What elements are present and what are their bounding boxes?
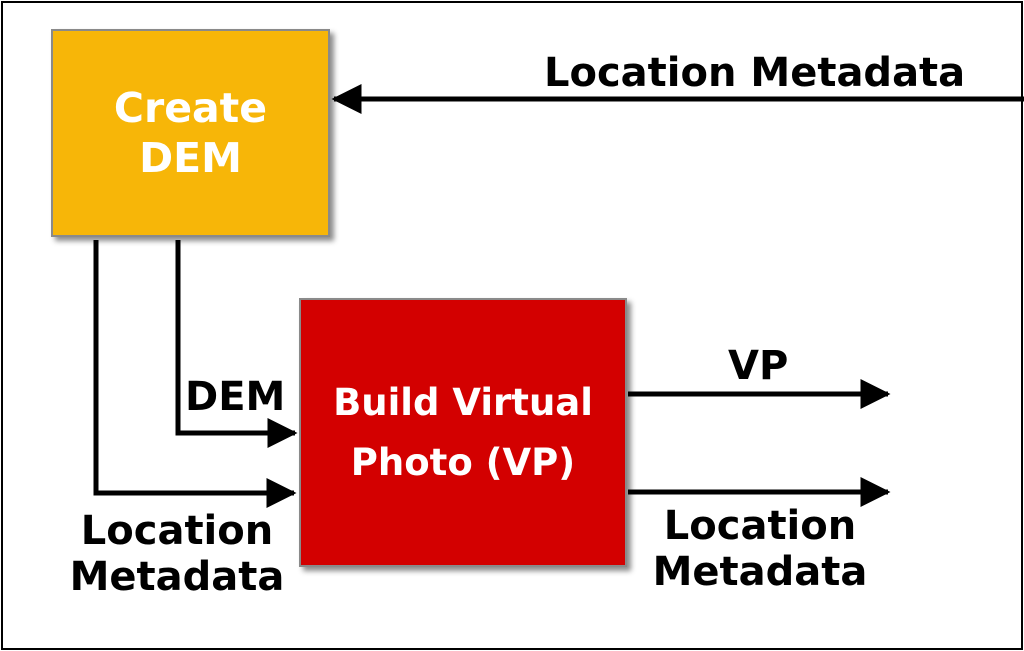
create-dem-line1: Create [113,84,268,132]
label-left-location: Location [80,508,274,554]
label-location-metadata-right: Location Metadata [646,503,874,595]
label-left-metadata: Metadata [69,554,285,600]
label-right-location: Location [663,503,857,549]
label-dem: DEM [185,374,286,420]
label-location-metadata-left: Location Metadata [66,508,288,600]
create-dem-box: Create DEM [51,29,330,237]
build-virtual-photo-box: Build Virtual Photo (VP) [299,298,627,567]
build-vp-line2: Photo (VP) [350,440,576,484]
build-vp-line1: Build Virtual [333,380,593,424]
label-location-metadata-input: Location Metadata [544,50,966,96]
label-vp: VP [728,343,789,389]
arrow-location-metadata-to-build [93,240,297,508]
arrow-dem-to-build [175,240,298,448]
create-dem-line2: DEM [139,134,242,182]
label-right-metadata: Metadata [652,549,868,595]
